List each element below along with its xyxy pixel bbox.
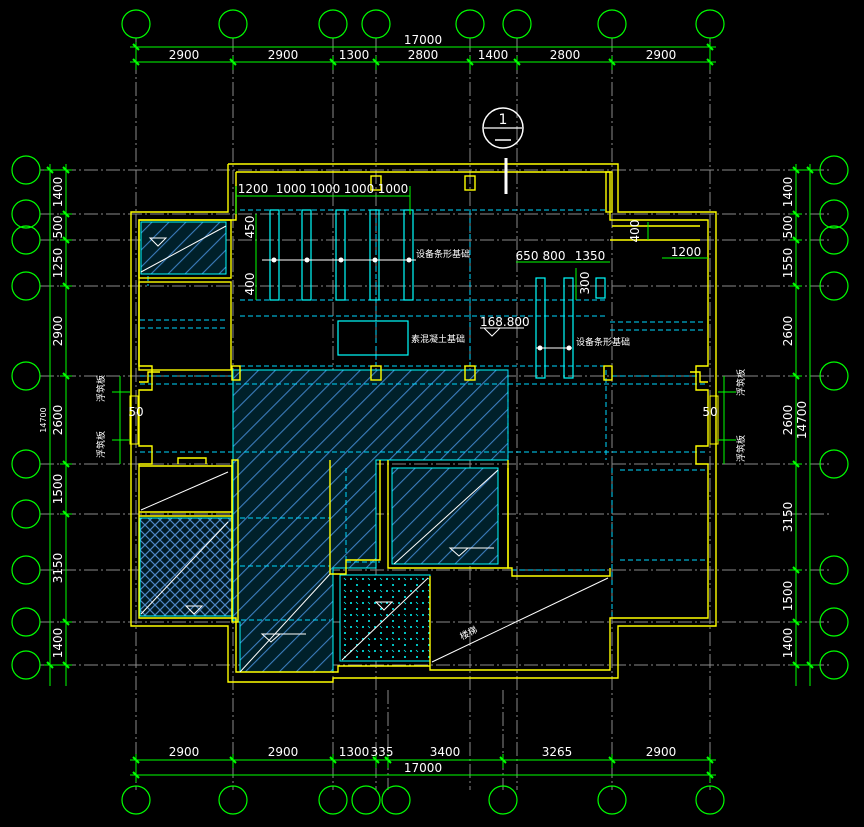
inner-left-dim-1: 450 xyxy=(243,216,257,239)
hatch-regions xyxy=(139,221,509,673)
top-dim-1: 2900 xyxy=(169,48,200,62)
hatch-dotted-stair xyxy=(339,574,431,662)
top-dim-5: 1400 xyxy=(478,48,509,62)
hatch-top-left-room xyxy=(140,221,227,275)
bottom-dim-5: 3400 xyxy=(430,745,461,759)
right-dim-3: 1550 xyxy=(781,248,795,279)
inner-right-dim-1: 400 xyxy=(628,220,642,243)
float-leaders xyxy=(112,391,736,441)
walls xyxy=(129,163,719,683)
hatch-mid-room xyxy=(391,467,499,565)
right-dim-4: 2600 xyxy=(781,316,795,347)
slope-triangles xyxy=(148,237,494,643)
inner-mid-dim-2: 800 xyxy=(543,249,566,263)
right-total: 14700 xyxy=(795,401,809,439)
strip-points-right xyxy=(537,345,572,351)
inner-mid-vert: 300 xyxy=(578,272,592,295)
dimension-lines xyxy=(49,46,811,776)
right-dim-8: 1400 xyxy=(781,628,795,659)
right-dim-5: 2600 xyxy=(781,405,795,436)
equipment-strips-left xyxy=(269,209,414,301)
right-dims: 1400 500 1550 2600 2600 3150 1500 1400 1… xyxy=(781,177,809,659)
label-concrete-base: 素混凝土基础 xyxy=(411,333,465,345)
top-total-text: 17000 xyxy=(404,33,442,47)
bottom-dim-2: 2900 xyxy=(268,745,299,759)
top-dim-2: 2900 xyxy=(268,48,299,62)
elevation-marker xyxy=(480,327,524,337)
inner-top-dim-3: 1000 xyxy=(310,182,341,196)
top-dim-6: 2800 xyxy=(550,48,581,62)
left-total: 14700 xyxy=(39,407,48,432)
top-dim-7: 2900 xyxy=(646,48,677,62)
inner-right-dim-2: 1200 xyxy=(671,245,702,259)
left-dim-3: 1250 xyxy=(51,248,65,279)
bottom-total-text: 17000 xyxy=(404,761,442,775)
top-total: 17000 xyxy=(404,33,442,47)
label-equip-strip-left: 设备条形基础 xyxy=(416,248,470,260)
extension-lines xyxy=(44,42,818,782)
section-mark-number: 1 xyxy=(499,112,508,128)
inner-top-dim-4: 1000 xyxy=(344,182,375,196)
left-dim-8: 1400 xyxy=(51,628,65,659)
elevation-value: 168.800 xyxy=(480,315,530,329)
section-mark: 1 xyxy=(482,107,524,194)
hidden-lines xyxy=(140,209,706,621)
bottom-dim-3: 1300 xyxy=(339,745,370,759)
right-dim-7: 1500 xyxy=(781,581,795,612)
label-equip-strip-right: 设备条形基础 xyxy=(576,336,630,348)
label-float-left-2: 浮筑板 xyxy=(95,431,107,458)
inner-left-dim-2: 400 xyxy=(243,273,257,296)
left-dims: 1400 500 1250 2900 2600 1500 3150 1400 1… xyxy=(39,177,65,659)
stair-diagonals xyxy=(140,225,609,673)
equipment-strips-right xyxy=(535,277,606,379)
inner-top-dim-1: 1200 xyxy=(238,182,269,196)
right-dim-1: 1400 xyxy=(781,177,795,208)
right-dim-2: 500 xyxy=(781,216,795,239)
left-dim-2: 500 xyxy=(51,216,65,239)
left-dim-6: 1500 xyxy=(51,474,65,505)
left-dim-1: 1400 xyxy=(51,177,65,208)
left-dim-7: 3150 xyxy=(51,553,65,584)
label-float-right-2: 浮筑板 xyxy=(735,435,747,462)
bottom-dim-7: 2900 xyxy=(646,745,677,759)
side-50-left: 50 xyxy=(128,405,143,419)
top-dim-3: 1300 xyxy=(339,48,370,62)
bottom-dim-4: 335 xyxy=(371,745,394,759)
side-50-right: 50 xyxy=(702,405,717,419)
label-float-right-1: 浮筑板 xyxy=(735,369,747,396)
inner-top-dim-5: 1000 xyxy=(378,182,409,196)
label-float-left-1: 浮筑板 xyxy=(95,375,107,402)
label-stair: 楼梯 xyxy=(458,624,480,643)
inner-mid-dim-1: 650 xyxy=(516,249,539,263)
labels: 设备条形基础 设备条形基础 素混凝土基础 楼梯 浮筑板 浮筑板 浮筑板 浮筑板 xyxy=(95,248,747,643)
top-dim-4: 2800 xyxy=(408,48,439,62)
axis-bubbles xyxy=(11,9,849,815)
inner-top-dim-2: 1000 xyxy=(276,182,307,196)
strip-points-left xyxy=(271,257,412,263)
top-dims: 2900 2900 1300 2800 1400 2800 2900 xyxy=(169,48,677,62)
left-dim-5: 2600 xyxy=(51,405,65,436)
bottom-dims: 2900 2900 1300 335 3400 3265 2900 17000 xyxy=(169,745,677,775)
inner-mid-dim-3: 1350 xyxy=(575,249,606,263)
bottom-dim-1: 2900 xyxy=(169,745,200,759)
left-dim-4: 2900 xyxy=(51,316,65,347)
inner-dims: 1200 1000 1000 1000 1000 450 400 650 800… xyxy=(128,182,717,419)
right-dim-6: 3150 xyxy=(781,502,795,533)
concrete-base-block xyxy=(337,320,409,356)
bottom-dim-6: 3265 xyxy=(542,745,573,759)
